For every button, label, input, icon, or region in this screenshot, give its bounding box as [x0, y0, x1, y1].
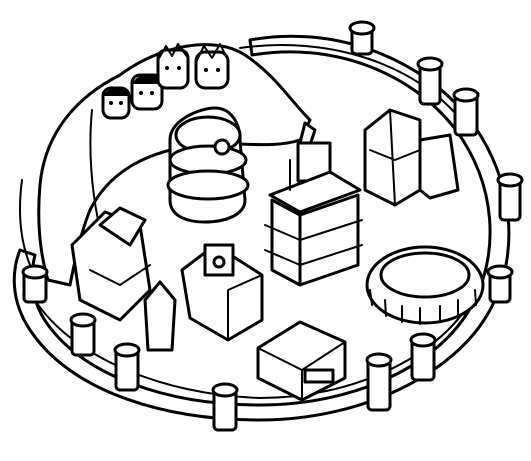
- carved-faces: [101, 43, 230, 120]
- carved-face: [194, 43, 230, 90]
- wall-tower: [496, 172, 524, 222]
- wall-tower: [452, 87, 480, 137]
- wall-tower: [113, 342, 141, 392]
- carved-face: [156, 43, 190, 90]
- wall-towers: [21, 20, 524, 432]
- wall-tower: [365, 352, 393, 412]
- wall-tower: [69, 312, 97, 357]
- front-building: [256, 320, 347, 402]
- small-house: [180, 243, 264, 342]
- carved-face: [101, 86, 131, 120]
- round-tower-building: [166, 106, 250, 224]
- wall-tower: [409, 332, 437, 382]
- wall-tower: [348, 20, 376, 56]
- carved-face: [130, 73, 164, 111]
- block-building-left: [70, 206, 177, 352]
- cluster-building: [363, 108, 460, 207]
- arena: [365, 245, 485, 325]
- wall-tower: [416, 56, 444, 106]
- wall-tower: [211, 382, 239, 432]
- pagoda-tower: [264, 121, 363, 287]
- wall-tower: [21, 264, 49, 304]
- wall-tower: [486, 264, 514, 304]
